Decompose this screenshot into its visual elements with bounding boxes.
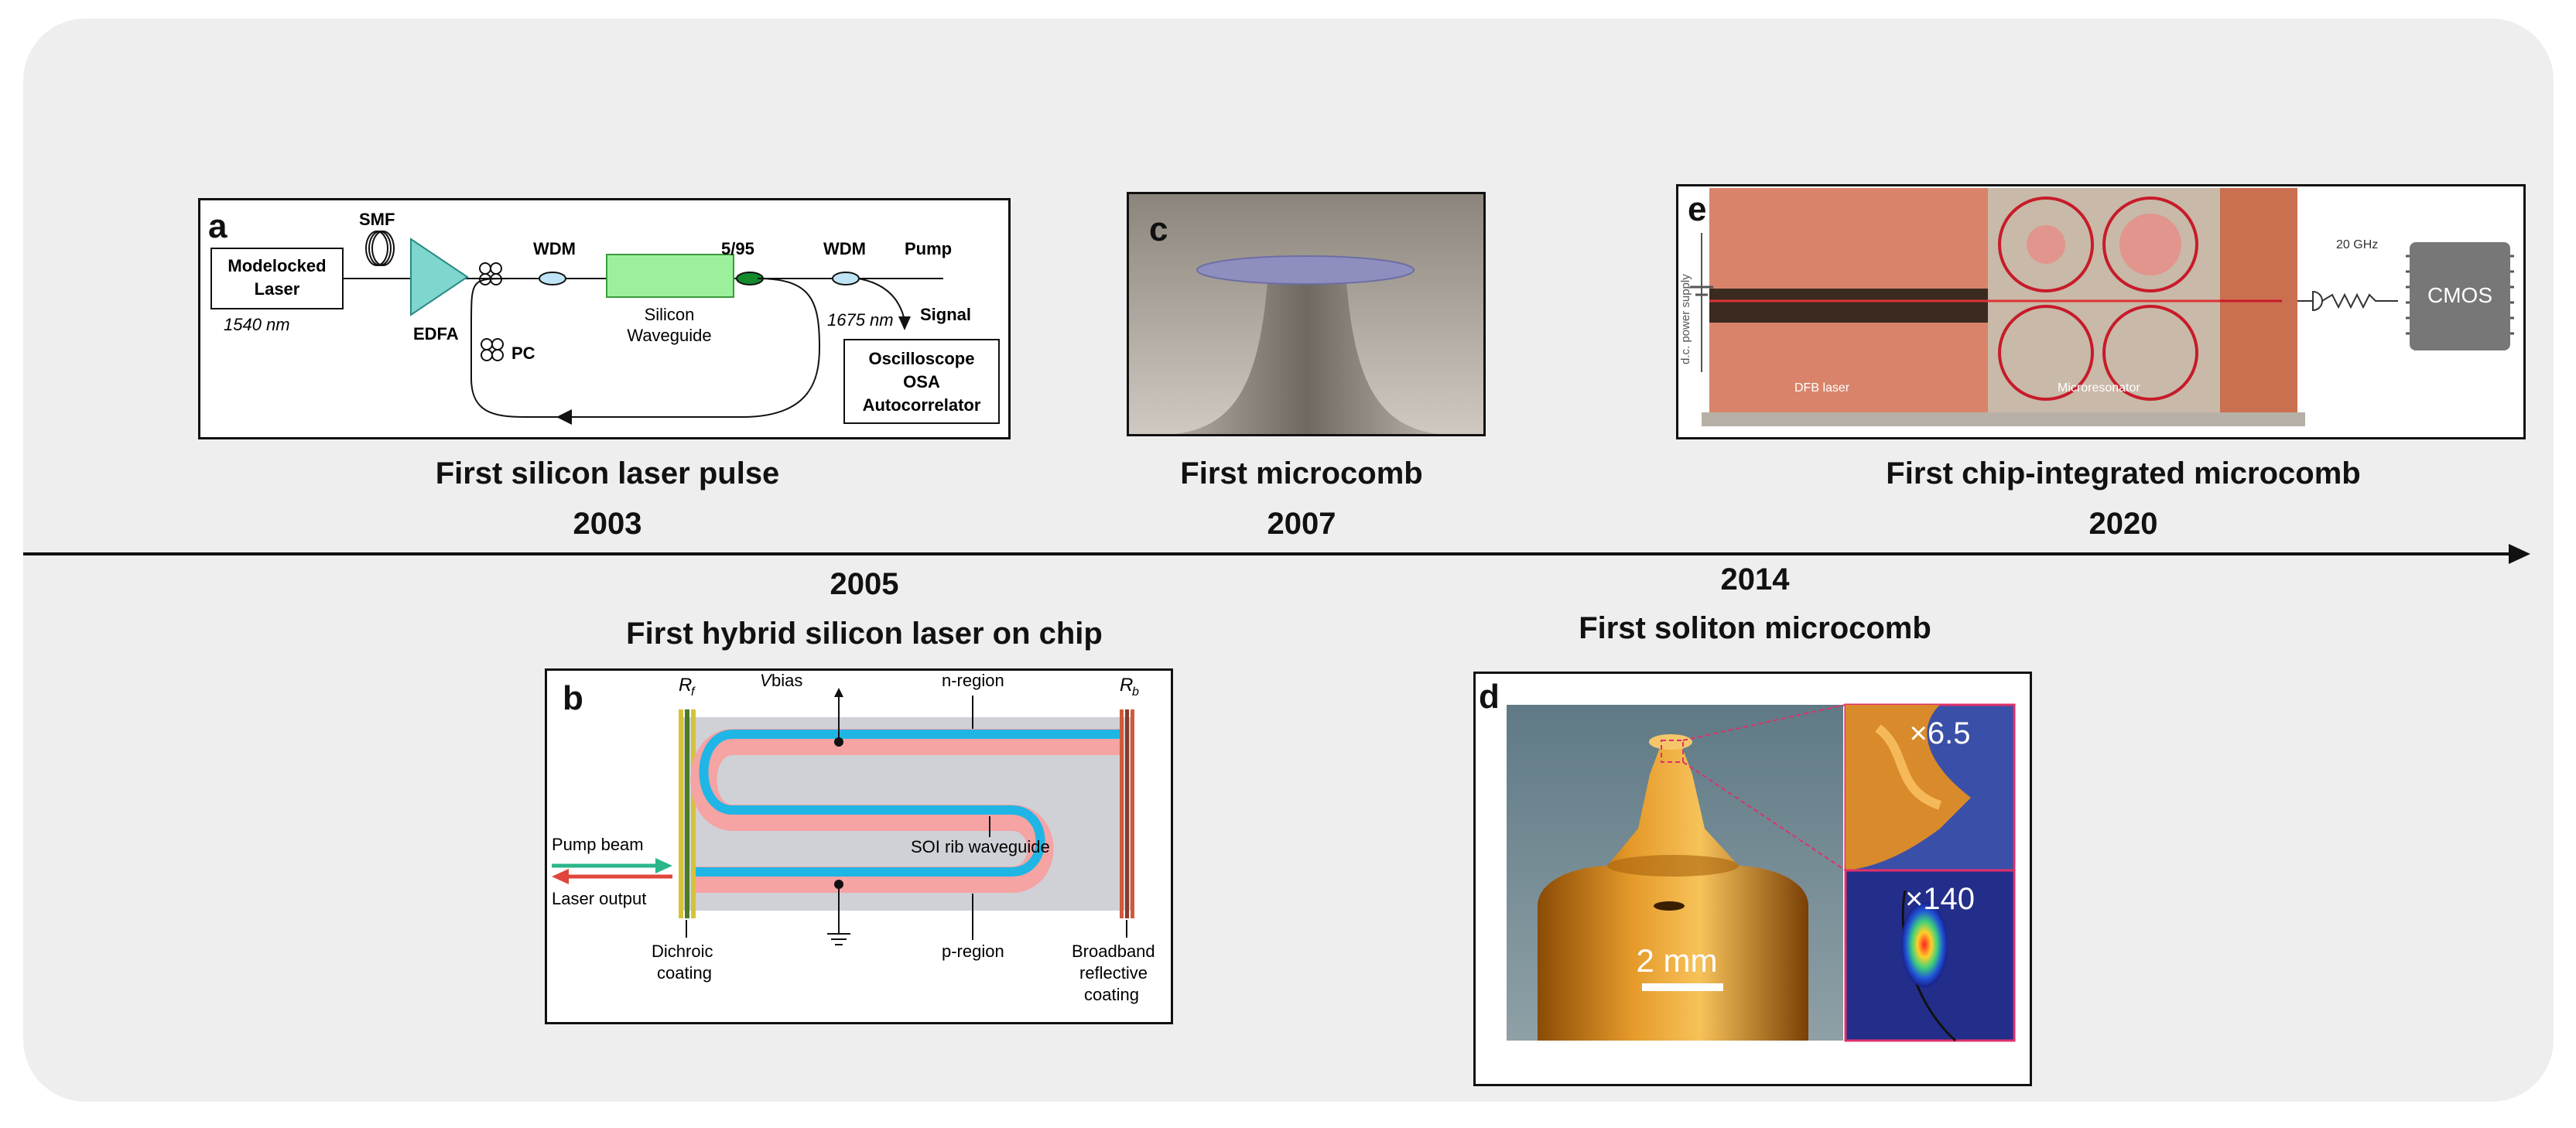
silicon-waveguide-block — [606, 254, 734, 298]
caption-c-year: 2007 — [1267, 507, 1336, 541]
broadband-label-1: Broadband — [1072, 942, 1155, 961]
waveguide-label-1: Silicon — [645, 305, 695, 324]
wdm2-coupler-icon — [832, 272, 860, 285]
zoom2-label: ×140 — [1905, 882, 1975, 916]
autocorrelator-label: Autocorrelator — [863, 395, 981, 415]
caption-c-title: First microcomb — [1180, 456, 1423, 491]
osa-label: OSA — [903, 372, 940, 391]
laser-label: Laser — [255, 279, 300, 299]
waveguide-label-2: Waveguide — [627, 326, 711, 345]
broadband-label-2: reflective — [1079, 963, 1148, 983]
panel-a-label: a — [208, 207, 227, 245]
panel-b-label: b — [563, 679, 583, 717]
panel-c-microtoroid-image: c — [1127, 192, 1486, 436]
signal-arrow — [898, 316, 911, 330]
dichroic-label-2: coating — [657, 963, 712, 983]
wavelength-in: 1540 nm — [224, 315, 290, 334]
rib-waveguide-label: SOI rib waveguide — [911, 837, 1050, 856]
microring-resonators — [1998, 197, 2198, 401]
rb-subscript: b — [1132, 685, 1139, 699]
edfa-label: EDFA — [413, 324, 459, 344]
bias-label: bias — [771, 671, 802, 690]
panel-d-label: d — [1479, 678, 1500, 716]
caption-e-year: 2020 — [2089, 507, 2158, 541]
modelocked-label: Modelocked — [227, 256, 326, 275]
microtoroid-disk — [1196, 255, 1415, 285]
wdm2-label: WDM — [823, 239, 866, 258]
zoom1-label: ×6.5 — [1910, 716, 1971, 750]
panel-d-soliton-microcomb: 2 mm ×6.5 ×140 d — [1473, 672, 2032, 1086]
caption-d-year: 2014 — [1720, 562, 1790, 596]
laser-waveguide-strip — [1709, 289, 1988, 323]
power-supply-label: d.c. power supply — [1679, 274, 1692, 364]
wdm1-coupler-icon — [539, 272, 566, 285]
smf-label: SMF — [359, 210, 395, 229]
pc-label: PC — [511, 344, 535, 363]
microtoroid-illustration: c — [1129, 194, 1483, 434]
cmos-chip — [2410, 242, 2510, 350]
laser-output-label: Laser output — [552, 889, 646, 908]
pump-label: Pump — [905, 239, 952, 258]
rf-signal-trace — [2321, 292, 2398, 309]
cmos-pins — [2406, 255, 2514, 335]
oscilloscope-label: Oscilloscope — [869, 349, 975, 368]
rf-subscript: f — [691, 685, 696, 699]
dichroic-label-1: Dichroic — [652, 942, 713, 961]
pump-beam-arrow — [655, 858, 672, 873]
detector-box — [843, 339, 1000, 424]
rf-label: R — [679, 675, 692, 696]
microresonator-label: Microresonator — [2058, 381, 2140, 395]
edfa-amplifier-icon — [410, 238, 469, 316]
caption-b-title: First hybrid silicon laser on chip — [626, 617, 1103, 651]
v-label: V — [760, 671, 773, 690]
caption-a-year: 2003 — [573, 507, 642, 541]
panel-e-illustration: d.c. power supply DFB laser Microresonat… — [1679, 188, 2514, 426]
panel-d-illustration: 2 mm ×6.5 ×140 d — [1479, 678, 2016, 1042]
panel-e-chip-integrated-microcomb: d.c. power supply DFB laser Microresonat… — [1676, 184, 2526, 439]
axis-arrowhead — [2509, 544, 2530, 564]
panel-c-label: c — [1149, 210, 1168, 248]
panel-a-schematic: a Modelocked Laser 1540 nm SMF EDFA PC W… — [208, 207, 1000, 425]
rib-waveguide-blue — [696, 730, 1120, 877]
panel-b-schematic: V bias n-region p-region SOI rib wavegui… — [552, 671, 1155, 1004]
pump-beam-label: Pump beam — [552, 835, 644, 854]
panel-a-silicon-laser-setup: a Modelocked Laser 1540 nm SMF EDFA PC W… — [198, 198, 1011, 439]
broadband-coating-stripes — [1120, 709, 1134, 918]
caption-e-title: First chip-integrated microcomb — [1886, 456, 2361, 491]
panel-e-label: e — [1688, 190, 1706, 228]
rb-label: R — [1120, 675, 1133, 696]
caption-a-title: First silicon laser pulse — [435, 456, 780, 491]
scale-bar — [1642, 983, 1723, 991]
broadband-label-3: coating — [1084, 985, 1139, 1004]
n-region-label: n-region — [942, 671, 1004, 690]
wdm1-label: WDM — [533, 239, 576, 258]
smf-coil-icon — [365, 231, 395, 266]
wavelength-out: 1675 nm — [827, 310, 894, 330]
frequency-label: 20 GHz — [2336, 238, 2378, 251]
laser-output-arrow — [552, 869, 569, 884]
dfb-label: DFB laser — [1794, 381, 1850, 395]
panel-b-hybrid-silicon-laser: V bias n-region p-region SOI rib wavegui… — [545, 668, 1173, 1024]
microtoroid-pedestal — [1175, 272, 1439, 434]
scale-bar-label: 2 mm — [1637, 942, 1718, 979]
loop-direction-arrow — [556, 409, 572, 425]
signal-label: Signal — [920, 305, 971, 324]
photodetector-icon — [2297, 290, 2323, 312]
caption-b-year: 2005 — [830, 567, 899, 601]
cmos-label: CMOS — [2427, 283, 2492, 307]
dichroic-coating-stripes — [679, 709, 696, 918]
polarization-controller-icon — [479, 262, 504, 361]
crystalline-resonator — [1538, 743, 1808, 1041]
mode-profile-spot — [1901, 902, 1948, 987]
splitter-label: 5/95 — [721, 239, 754, 258]
p-region-label: p-region — [942, 942, 1004, 961]
modelocked-laser-box — [210, 248, 344, 309]
fiber-ring-loop — [470, 278, 821, 418]
caption-d-title: First soliton microcomb — [1579, 611, 1931, 645]
